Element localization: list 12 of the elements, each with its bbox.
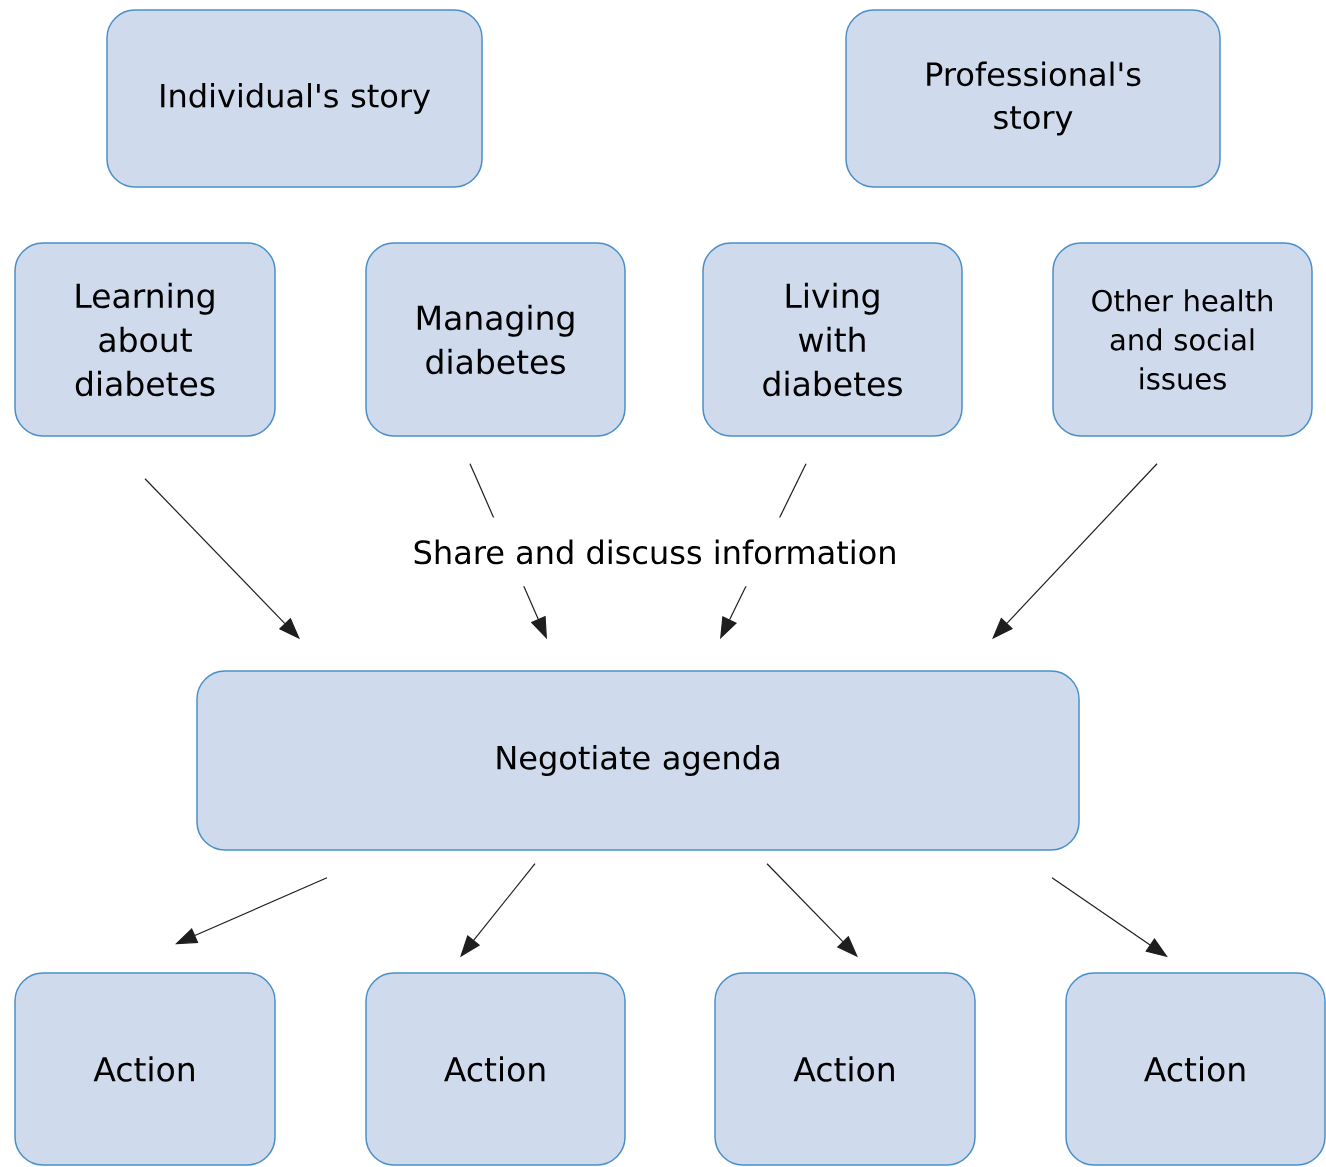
rounded-box: Professional's story bbox=[845, 9, 1221, 188]
rounded-box: Managing diabetes bbox=[365, 242, 626, 437]
rounded-box: Action bbox=[365, 972, 626, 1166]
rounded-box: Other health and social issues bbox=[1052, 242, 1313, 437]
rounded-box: Action bbox=[14, 972, 276, 1166]
rounded-box: Action bbox=[1065, 972, 1326, 1166]
rounded-box: Action bbox=[714, 972, 976, 1166]
rounded-box: Learning about diabetes bbox=[14, 242, 276, 437]
rounded-box: Individual's story bbox=[106, 9, 483, 188]
rounded-box: Negotiate agenda bbox=[196, 670, 1080, 851]
label-text: Share and discuss information bbox=[406, 517, 904, 587]
rounded-box: Living with diabetes bbox=[702, 242, 963, 437]
